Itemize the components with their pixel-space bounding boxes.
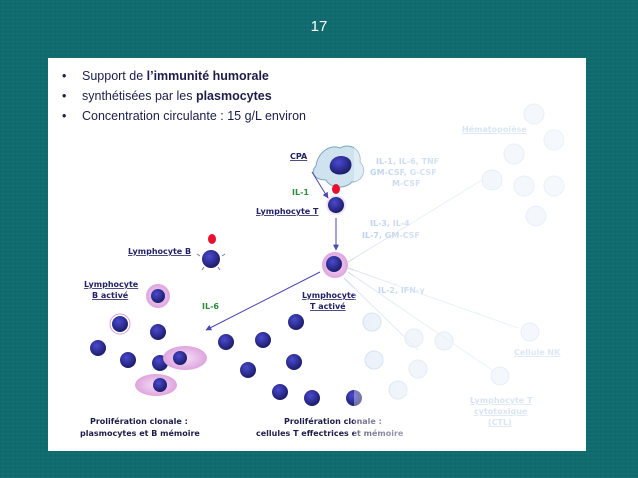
activated-t-cell bbox=[322, 252, 348, 278]
prolif-t-caption-2: cellules T effectrices et mémoire bbox=[256, 428, 404, 438]
t-active-label-1: Lymphocyte bbox=[302, 291, 357, 300]
bullet-item: • Support de l’immunité humorale bbox=[58, 66, 306, 86]
cytokines-label-1b: GM-CSF, G-CSF bbox=[370, 168, 437, 177]
faded-hematopoiesis-section: Hématopoïèse IL-1, IL-6, TNF GM-CSF, G-C… bbox=[343, 103, 565, 427]
bullet-icon: • bbox=[62, 89, 67, 103]
immune-response-diagram: CPA IL-1 Lymphocyte T Lymphocyte T activ… bbox=[80, 103, 565, 438]
bullet-bold-text: plasmocytes bbox=[195, 89, 272, 103]
bullet-text: Support de bbox=[82, 69, 147, 83]
il6-label: IL-6 bbox=[202, 302, 219, 311]
ctl-label-3: (CTL) bbox=[488, 418, 512, 427]
cytokines-label-3: IL-2, IFN-γ bbox=[378, 286, 425, 295]
slide-number: 17 bbox=[310, 18, 328, 35]
b-active-label-1: Lymphocyte bbox=[84, 280, 139, 289]
bullet-item: • Concentration circulante : 15 g/L envi… bbox=[58, 106, 306, 126]
bullet-icon: • bbox=[62, 109, 67, 123]
cytokines-label-1c: M-CSF bbox=[392, 179, 421, 188]
t-proliferation-cells bbox=[218, 314, 362, 406]
hematopoiese-label: Hématopoïèse bbox=[462, 124, 527, 134]
cpa-label: CPA bbox=[290, 152, 308, 161]
bullet-item: • synthétisées par les plasmocytes bbox=[58, 86, 306, 106]
slide-content: • Support de l’immunité humorale • synth… bbox=[48, 58, 586, 451]
ctl-label-1: Lymphocyte T bbox=[470, 396, 533, 405]
t-active-label-2: T activé bbox=[310, 301, 346, 311]
bullet-list: • Support de l’immunité humorale • synth… bbox=[58, 66, 306, 126]
lymphocyte-t-label: Lymphocyte T bbox=[256, 207, 319, 216]
ctl-label-2: cytotoxique bbox=[474, 407, 528, 416]
cellule-nk-label: Cellule NK bbox=[514, 348, 561, 357]
cpa-cell bbox=[312, 145, 365, 188]
cytokines-label-1a: IL-1, IL-6, TNF bbox=[376, 157, 439, 166]
lymphocyte-t-cell bbox=[326, 195, 346, 215]
antigen-icon bbox=[332, 184, 340, 194]
bullet-text: Concentration circulante : 15 g/L enviro… bbox=[82, 109, 306, 123]
activated-b-cell bbox=[146, 284, 170, 308]
prolif-b-caption-2: plasmocytes et B mémoire bbox=[80, 428, 200, 438]
lymphocyte-b-label: Lymphocyte B bbox=[128, 247, 191, 256]
prolif-b-caption-1: Prolifération clonale : bbox=[90, 416, 188, 426]
bullet-icon: • bbox=[62, 69, 67, 83]
cytokines-label-2b: IL-7, GM-CSF bbox=[362, 231, 420, 240]
antigen-icon bbox=[208, 234, 216, 244]
prolif-t-caption-1: Prolifération clonale : bbox=[284, 416, 382, 426]
b-active-label-2: B activé bbox=[92, 290, 129, 300]
cytokines-label-2a: IL-3, IL-4 bbox=[370, 219, 410, 228]
il1-label: IL-1 bbox=[292, 188, 309, 197]
bullet-text: synthétisées par les bbox=[82, 89, 196, 103]
b-proliferation-cells bbox=[90, 313, 207, 396]
bullet-bold-text: l’immunité humorale bbox=[146, 69, 269, 83]
lymphocyte-b-cell bbox=[196, 250, 226, 271]
